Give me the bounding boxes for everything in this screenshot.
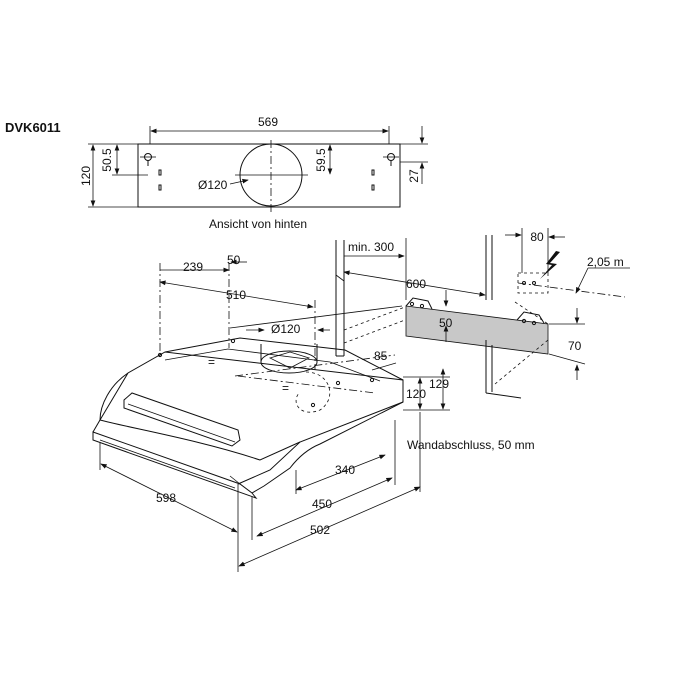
- rear-view-caption: Ansicht von hinten: [209, 217, 307, 231]
- hood-front-visor: [92, 431, 258, 500]
- depth-502-label: 502: [310, 523, 330, 537]
- min-distance-label: min. 300: [348, 240, 394, 254]
- rear-panel-outline: [137, 143, 401, 208]
- rear-height-label: 120: [79, 166, 93, 186]
- model-label: DVK6011: [5, 120, 61, 135]
- depth-340-label: 340: [335, 463, 355, 477]
- rear-bracket-height-label: 27: [407, 169, 421, 183]
- rear-hole-offset-label: 50.5: [100, 148, 114, 172]
- offset-239-label: 239: [183, 260, 203, 274]
- offset-50-label: 50: [227, 253, 241, 267]
- duct-equal-mark: =: [282, 381, 289, 395]
- rear-duct-offset-label: 59.5: [314, 148, 328, 172]
- top-duct-diameter-label: Ø120: [271, 322, 301, 336]
- rear-width-label: 569: [258, 115, 278, 129]
- electrical-connection-icon: [540, 251, 560, 279]
- outlet-width-label: 80: [530, 230, 544, 244]
- height-129-label: 129: [429, 377, 449, 391]
- hood-body-outline: [99, 351, 404, 485]
- outlet-height-label: 2,05 m: [587, 255, 624, 269]
- hood-control-slot: [123, 392, 241, 447]
- center-equal-mark: =: [208, 355, 215, 369]
- rear-duct-diameter-label: Ø120: [198, 178, 228, 192]
- wall-rail: [405, 305, 549, 355]
- wall-gap-note: Wandabschluss, 50 mm: [407, 438, 535, 452]
- cabinet-depth-label: 600: [406, 277, 426, 291]
- rail-height-label: 70: [568, 339, 582, 353]
- height-120-label: 120: [406, 387, 426, 401]
- keyhole-left-icon: [140, 153, 156, 166]
- depth-85-label: 85: [374, 349, 388, 363]
- depth-450-label: 450: [312, 497, 332, 511]
- duct-opening-top: [260, 350, 318, 374]
- width-598-label: 598: [156, 491, 176, 505]
- hood-isometric-view: 80 2,05 m 70 min. 300 600 50: [92, 228, 630, 572]
- rear-view: 569 120 50.5 Ø120 59.5 27 Ansicht von hi…: [79, 115, 428, 231]
- rail-offset-label: 50: [439, 316, 453, 330]
- width-510-label: 510: [226, 288, 246, 302]
- keyhole-right-icon: [383, 153, 399, 166]
